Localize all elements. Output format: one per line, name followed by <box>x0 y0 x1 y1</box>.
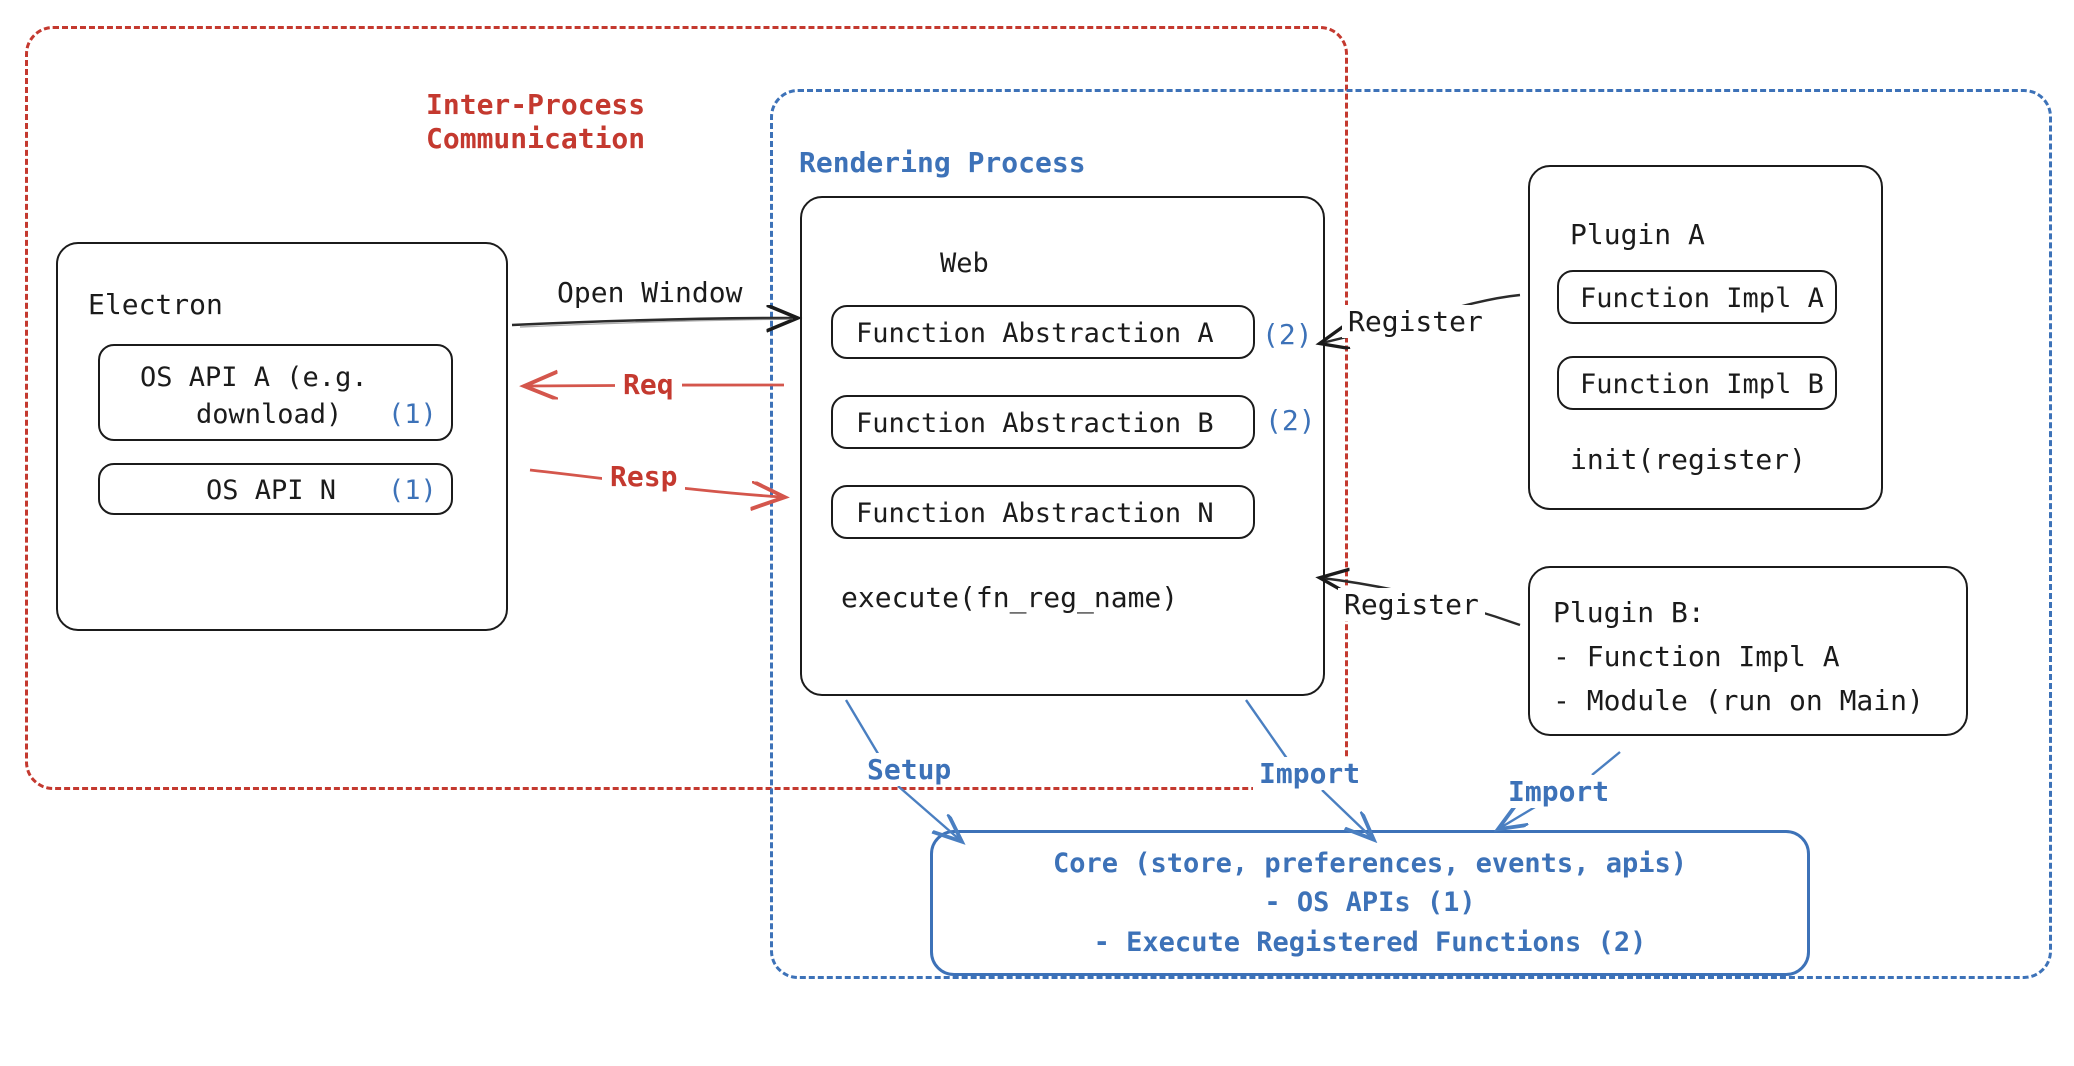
function-abstraction-a-marker: (2) <box>1262 318 1313 351</box>
function-impl-b-label: Function Impl B <box>1580 369 1824 400</box>
function-abstraction-b-marker: (2) <box>1265 404 1316 437</box>
function-abstraction-n-box[interactable] <box>831 485 1255 539</box>
core-line-3: - Execute Registered Functions (2) <box>1093 926 1647 958</box>
req-label: Req <box>615 368 682 402</box>
plugin-b-line-1: - Function Impl A <box>1553 640 1840 673</box>
register-plugin-b-label: Register <box>1338 588 1485 622</box>
ipc-container-label-line2: Communication <box>426 122 646 155</box>
os-api-n-marker: (1) <box>388 475 437 506</box>
core-line-2: - OS APIs (1) <box>1264 887 1476 919</box>
function-abstraction-b-label: Function Abstraction B <box>856 408 1214 439</box>
function-abstraction-a-label: Function Abstraction A <box>856 318 1214 349</box>
function-abstraction-a-box[interactable] <box>831 305 1255 359</box>
function-impl-a-box[interactable] <box>1557 270 1837 324</box>
os-api-a-box[interactable] <box>98 344 453 441</box>
plugin-b-title: Plugin B: <box>1553 596 1705 629</box>
web-execute-label: execute(fn_reg_name) <box>841 581 1179 614</box>
plugin-a-box[interactable] <box>1528 165 1883 510</box>
ipc-container-label-line1: Inter-Process <box>426 88 646 121</box>
os-api-n-box[interactable] <box>98 463 453 515</box>
core-line-1: Core (store, preferences, events, apis) <box>1053 848 1687 880</box>
open-window-label: Open Window <box>557 276 743 309</box>
import-web-label: Import <box>1253 757 1367 791</box>
function-abstraction-b-box[interactable] <box>831 395 1255 449</box>
ipc-container <box>25 26 1348 790</box>
plugin-a-init-label: init(register) <box>1570 443 1807 476</box>
register-plugin-a-label: Register <box>1342 305 1489 339</box>
rendering-process-container <box>770 89 2052 979</box>
os-api-a-marker: (1) <box>388 399 437 430</box>
plugin-b-box[interactable] <box>1528 566 1968 736</box>
plugin-a-title: Plugin A <box>1570 218 1705 251</box>
os-api-n-label: OS API N <box>206 475 337 506</box>
import-plugin-label: Import <box>1502 775 1616 809</box>
resp-label: Resp <box>602 460 686 494</box>
rendering-process-label: Rendering Process <box>799 146 1086 179</box>
setup-label: Setup <box>861 753 958 787</box>
plugin-b-line-2: - Module (run on Main) <box>1553 684 1924 717</box>
function-abstraction-n-label: Function Abstraction N <box>856 498 1214 529</box>
os-api-a-label-line1: OS API A (e.g. <box>140 362 368 393</box>
function-impl-a-label: Function Impl A <box>1580 283 1824 314</box>
electron-title: Electron <box>88 288 223 321</box>
os-api-a-label-line2: download) <box>196 399 343 430</box>
function-impl-b-box[interactable] <box>1557 356 1837 410</box>
core-box[interactable]: Core (store, preferences, events, apis) … <box>930 830 1810 976</box>
web-title: Web <box>940 248 989 279</box>
